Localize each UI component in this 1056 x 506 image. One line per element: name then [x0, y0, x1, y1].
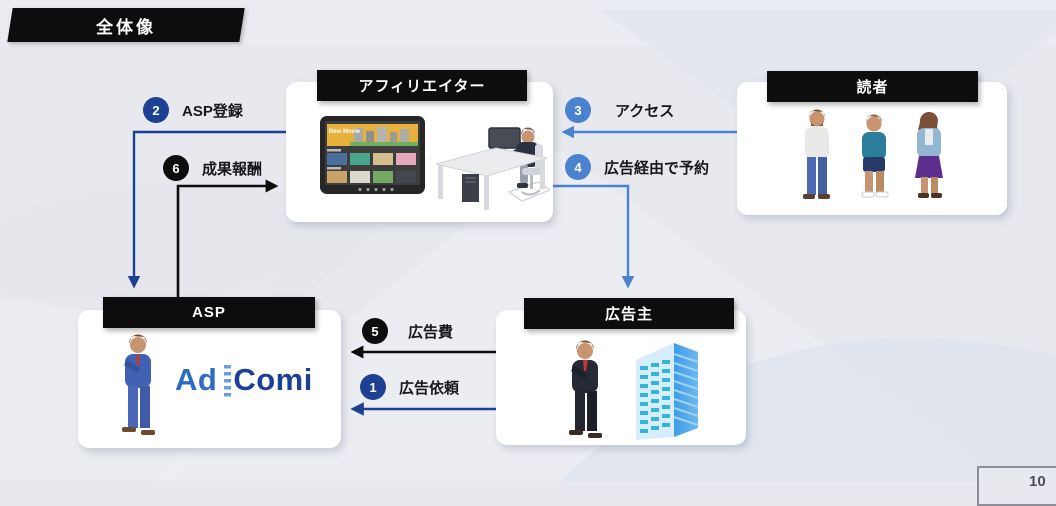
flow-badge-1: 1 広告依頼 [360, 374, 459, 400]
node-advertiser-label-text: 広告主 [604, 306, 653, 323]
flow-1-label: 広告依頼 [399, 379, 460, 397]
flow-2-label: ASP登録 [182, 102, 243, 120]
node-readers-box [737, 82, 1007, 215]
node-asp-label: ASP [103, 297, 315, 328]
flow-badge-4: 4 広告経由で予約 [565, 154, 709, 180]
node-readers-label: 読者 [767, 71, 978, 102]
node-affiliater-label: アフィリエイター [317, 70, 527, 101]
businessman-dark-suit-illustration [569, 340, 602, 438]
flow-badge-3: 3 アクセス [565, 97, 674, 123]
office-building-illustration [636, 343, 699, 440]
flow-6-number-badge: 6 [163, 155, 189, 181]
page-number-box: 10 [977, 466, 1056, 506]
adcomi-logo-ad-text: Ad [175, 362, 218, 397]
flow-badge-2: 2 ASP登録 [143, 97, 243, 123]
node-affiliater-box: New Movie [286, 82, 553, 222]
affiliate-website-tablet-illustration: New Movie [320, 116, 425, 194]
tablet-hero-text: New Movie [329, 129, 361, 135]
adcomi-logo-comi-text: Comi [233, 362, 313, 397]
adcomi-logo-dash-icon [224, 365, 232, 397]
flow-5-label: 広告費 [408, 323, 454, 341]
arrow-flow-2-asp-registration [127, 130, 286, 289]
flow-6-label: 成果報酬 [202, 160, 263, 178]
flow-badge-5: 5 広告費 [362, 318, 453, 344]
person-working-at-desk-illustration [435, 127, 550, 210]
flow-5-number-badge: 5 [362, 318, 388, 344]
businessman-blue-suit-illustration [122, 334, 155, 435]
flow-1-number-badge: 1 [360, 374, 386, 400]
flow-badge-6: 6 成果報酬 [163, 155, 262, 181]
flow-arrows-layer [127, 125, 737, 416]
page-number: 10 [1029, 473, 1046, 490]
node-affiliater-label-text: アフィリエイター [358, 78, 486, 95]
node-asp-label-text: ASP [192, 304, 226, 321]
flow-2-number-badge: 2 [143, 97, 169, 123]
adcomi-logo: Ad Comi [175, 362, 313, 398]
arrow-flow-6-performance-reward [176, 179, 279, 297]
flow-4-label: 広告経由で予約 [604, 159, 710, 177]
arrow-flow-4-reservation-via-ad [553, 184, 635, 289]
flow-3-label: アクセス [615, 102, 675, 120]
flow-3-number-badge: 3 [565, 97, 591, 123]
three-standing-people-illustration [803, 109, 943, 199]
node-advertiser-box [496, 310, 746, 445]
flow-4-number-badge: 4 [565, 154, 591, 180]
node-advertiser-label: 広告主 [524, 298, 734, 329]
node-readers-label-text: 読者 [856, 79, 889, 96]
node-asp-box: Ad Comi [78, 310, 341, 448]
